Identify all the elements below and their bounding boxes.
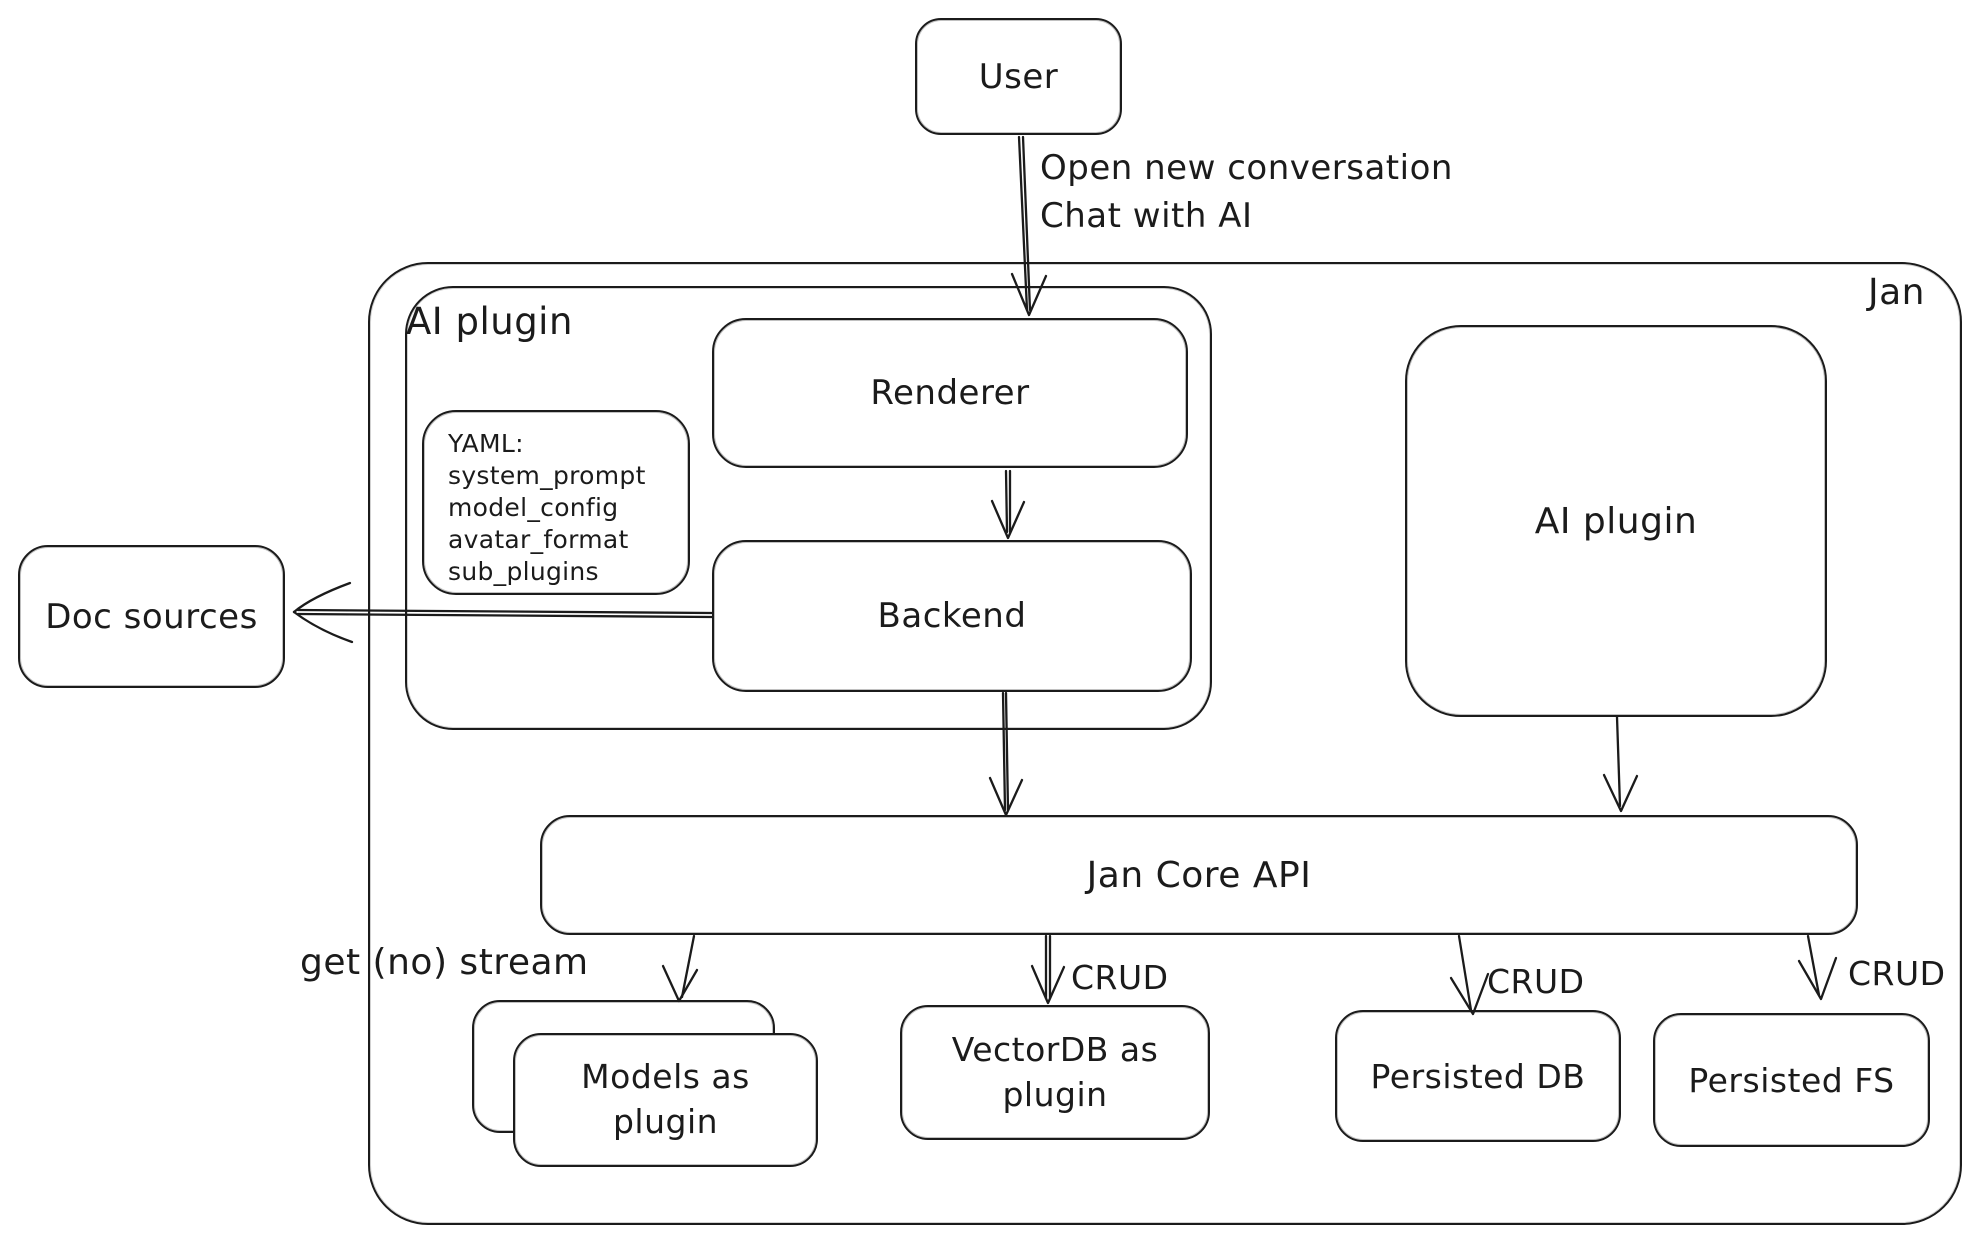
yaml-line: YAML: bbox=[448, 429, 524, 458]
renderer-node-label: Renderer bbox=[870, 373, 1030, 413]
user-node-label: User bbox=[978, 56, 1059, 97]
user-edge-label-line1: Open new conversation bbox=[1040, 148, 1453, 188]
user-node: User bbox=[915, 18, 1122, 135]
get-stream-edge-label: get (no) stream bbox=[300, 942, 589, 983]
models-plugin-node: Models as plugin bbox=[513, 1033, 818, 1167]
vectordb-plugin-node-label: VectorDB as plugin bbox=[951, 1029, 1159, 1114]
vectordb-plugin-node: VectorDB as plugin bbox=[900, 1005, 1210, 1140]
yaml-line: model_config bbox=[448, 493, 619, 522]
yaml-line: avatar_format bbox=[448, 525, 629, 554]
jan-container bbox=[368, 262, 1962, 1225]
backend-node: Backend bbox=[712, 540, 1192, 692]
models-plugin-node-label: Models as plugin bbox=[581, 1057, 750, 1141]
doc-sources-node-label: Doc sources bbox=[45, 596, 258, 637]
doc-sources-node: Doc sources bbox=[18, 545, 285, 688]
yaml-note: YAML: system_prompt model_config avatar_… bbox=[422, 410, 690, 595]
crud-vectordb-label: CRUD bbox=[1071, 958, 1169, 997]
ai-plugin-right-node-label: AI plugin bbox=[1534, 500, 1698, 542]
ai-plugin-left-container bbox=[405, 286, 1212, 730]
yaml-line: sub_plugins bbox=[448, 557, 599, 586]
persisted-fs-node-label: Persisted FS bbox=[1688, 1060, 1895, 1100]
jan-label: Jan bbox=[1868, 272, 1925, 313]
jan-core-api-node-label: Jan Core API bbox=[1086, 854, 1312, 896]
renderer-node: Renderer bbox=[712, 318, 1188, 468]
ai-plugin-right-node: AI plugin bbox=[1405, 325, 1827, 717]
persisted-db-node: Persisted DB bbox=[1335, 1010, 1621, 1142]
yaml-note-text: YAML: system_prompt model_config avatar_… bbox=[448, 428, 646, 588]
backend-node-label: Backend bbox=[877, 596, 1027, 636]
crud-fs-label: CRUD bbox=[1848, 954, 1946, 993]
ai-plugin-left-label: AI plugin bbox=[406, 300, 573, 343]
persisted-db-node-label: Persisted DB bbox=[1370, 1056, 1586, 1096]
yaml-line: system_prompt bbox=[448, 461, 646, 490]
jan-core-api-node: Jan Core API bbox=[540, 815, 1858, 935]
persisted-fs-node: Persisted FS bbox=[1653, 1013, 1930, 1147]
user-edge-label-line2: Chat with AI bbox=[1040, 196, 1253, 236]
crud-db-label: CRUD bbox=[1487, 962, 1585, 1001]
